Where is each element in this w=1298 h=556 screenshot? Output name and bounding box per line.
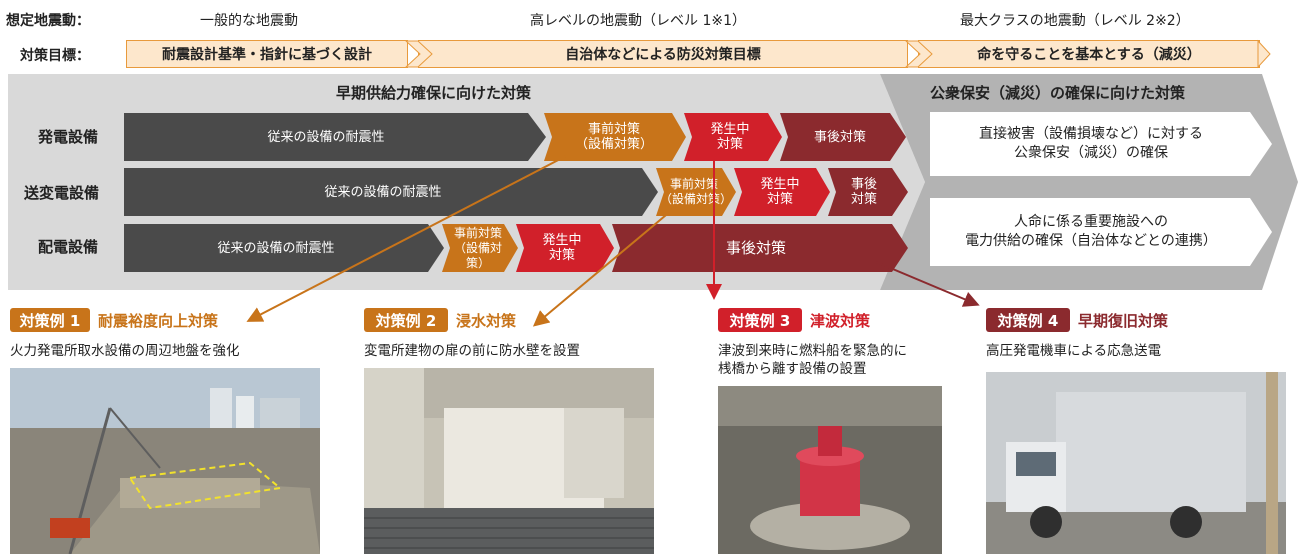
row3-during-line2: 対策 [548,248,575,263]
row1-during-line1: 発生中 [710,122,750,137]
public-safety-box-1: 直接被害（設備損壊など）に対する 公衆保安（減災）の確保 [930,112,1252,176]
row2-base-capacity: 従来の設備の耐震性 [324,184,442,200]
quake-level-1: 高レベルの地震動（レベル 1※1） [530,13,746,29]
example-2-tag: 対策例 2 [364,308,448,332]
target-label: 対策目標： [20,48,90,64]
example-1-desc: 火力発電所取水設備の周辺地盤を強化 [10,343,240,359]
row3-pre-line2: （設備対策） [453,240,502,270]
public-safety-box-2: 人命に係る重要施設への 電力供給の確保（自治体などとの連携） [930,198,1252,266]
example-3-photo [718,386,942,554]
quake-level-2: 最大クラスの地震動（レベル 2※2） [960,13,1190,29]
quake-label: 想定地震動： [6,13,90,29]
row-label-transmission: 送変電設備 [24,184,100,202]
example-4-tag: 対策例 4 [986,308,1070,332]
example-2-desc: 変電所建物の扉の前に防水壁を設置 [364,343,580,359]
row-label-distribution: 配電設備 [38,238,99,256]
public-safety-box-2-line1: 人命に係る重要施設への [1014,214,1168,230]
example-2-photo [364,368,654,554]
row3-during-line1: 発生中 [542,233,582,248]
row3-pre-line1: 事前対策 [453,225,502,240]
row3-during-measure: 発生中 対策 [522,224,602,272]
example-4-title: 早期復旧対策 [1078,312,1169,330]
row1-after-measure: 事後対策 [813,129,866,145]
target-box-level-1: 自治体などによる防災対策目標 [418,40,908,68]
band-right-title: 公衆保安（減災）の確保に向けた対策 [930,84,1186,102]
row1-pre-measure: 事前対策 （設備対策） [552,113,676,161]
row3-base-capacity: 従来の設備の耐震性 [217,240,335,256]
row1-during-measure: 発生中 対策 [690,113,770,161]
row2-after-line1: 事後 [850,177,877,192]
row1-pre-line1: 事前対策 [587,122,640,137]
target-box-level-2: 命を守ることを基本とする（減災） [918,40,1260,68]
example-3-tag: 対策例 3 [718,308,802,332]
row2-during-measure: 発生中 対策 [740,168,820,216]
row-label-generation: 発電設備 [38,128,99,146]
band-left-title: 早期供給力確保に向けた対策 [336,84,532,102]
row2-during-line2: 対策 [766,192,793,207]
target-box-general: 耐震設計基準・指針に基づく設計 [126,40,408,68]
row3-pre-measure: 事前対策 （設備対策） [446,224,510,272]
example-3-desc-line1: 津波到来時に燃料船を緊急的に [718,343,907,359]
row2-after-line2: 対策 [850,192,877,207]
example-3-desc-line2: 桟橋から離す設備の設置 [718,361,867,377]
row2-during-line1: 発生中 [760,177,800,192]
row1-during-line2: 対策 [716,137,743,152]
example-4-photo [986,372,1286,554]
row3-after-measure: 事後対策 [725,238,786,257]
row1-pre-line2: （設備対策） [574,137,653,152]
row2-after-measure: 事後 対策 [834,168,894,216]
example-2-title: 浸水対策 [456,312,517,330]
example-1-photo [10,368,320,554]
example-4-desc: 高圧発電機車による応急送電 [986,343,1162,359]
quake-level-general: 一般的な地震動 [200,13,298,29]
target-chevrons [404,39,1271,69]
example-1-tag: 対策例 1 [10,308,90,332]
public-safety-box-2-line2: 電力供給の確保（自治体などとの連携） [965,233,1217,249]
public-safety-box-1-line2: 公衆保安（減災）の確保 [1014,145,1168,161]
row2-pre-line1: 事前対策 [669,177,718,191]
example-1-title: 耐震裕度向上対策 [98,312,219,330]
example-3-title: 津波対策 [810,312,871,330]
public-safety-box-1-line1: 直接被害（設備損壊など）に対する [979,126,1203,142]
row1-base-capacity: 従来の設備の耐震性 [267,129,385,145]
